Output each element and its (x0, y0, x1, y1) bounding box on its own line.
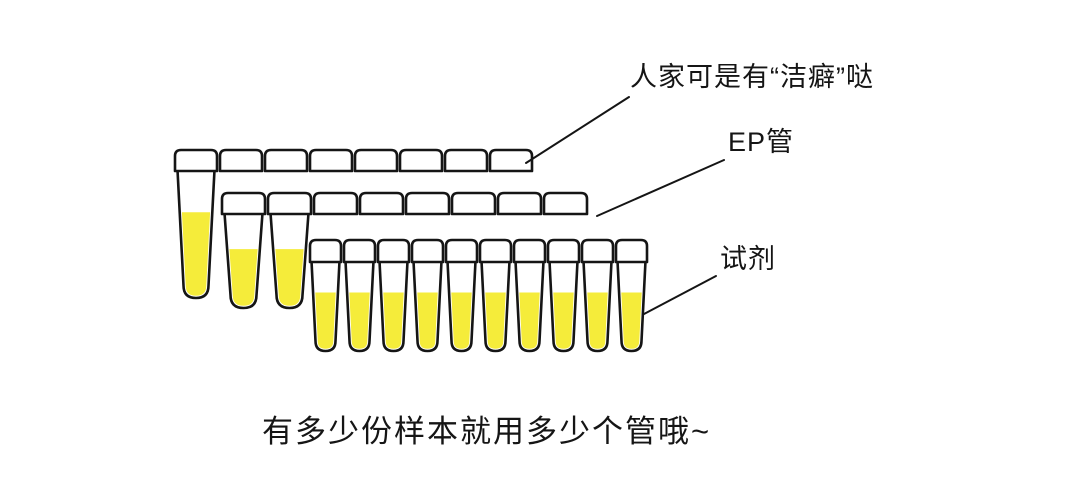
caption-sample-count: 有多少份样本就用多少个管哦~ (262, 414, 712, 449)
label-clean-freak: 人家可是有“洁癖”哒 (630, 62, 874, 92)
tube-cap (218, 148, 264, 173)
tube-cap (443, 148, 489, 173)
tube-cap (580, 238, 615, 264)
reagent-liquid (553, 292, 574, 349)
leader-line-reagent (643, 275, 717, 315)
tube-cap (450, 191, 497, 216)
reagent-liquid (349, 292, 370, 349)
tube-cap (496, 191, 543, 216)
label-ep-tube: EP管 (728, 127, 795, 157)
tube-cap (444, 238, 479, 264)
reagent-liquid (181, 212, 211, 296)
tube-cap (512, 238, 547, 264)
tube-cap (263, 148, 309, 173)
tube-cap (404, 191, 451, 216)
tube-cap (376, 238, 411, 264)
reagent-liquid (621, 292, 642, 349)
reagent-liquid (587, 292, 608, 349)
reagent-liquid (275, 249, 304, 306)
leader-line-ep-tube (596, 159, 725, 217)
reagent-liquid (485, 292, 506, 349)
reagent-liquid (229, 249, 258, 306)
tube-cap (478, 238, 513, 264)
tube-cap (353, 148, 399, 173)
tube-cap (398, 148, 444, 173)
tube-cap (308, 238, 343, 264)
label-reagent: 试剂 (720, 244, 776, 274)
reagent-liquid (417, 292, 438, 349)
tube-strip-middle (220, 191, 589, 310)
tube-cap (358, 191, 405, 216)
tube-cap (220, 191, 267, 216)
tube-cap (410, 238, 445, 264)
reagent-liquid (383, 292, 404, 349)
tube-cap (173, 148, 219, 173)
tube-cap (308, 148, 354, 173)
tube-cap (266, 191, 313, 216)
tube-strip-bottom (308, 238, 649, 353)
reagent-liquid (519, 292, 540, 349)
tube-cap (614, 238, 649, 264)
reagent-liquid (451, 292, 472, 349)
tube-cap (542, 191, 589, 216)
leader-line-clean-freak (525, 96, 630, 164)
tube-cap (342, 238, 377, 264)
tube-strip-top (173, 148, 534, 300)
tube-cap (488, 148, 534, 173)
tube-cap (312, 191, 359, 216)
tube-cap (546, 238, 581, 264)
reagent-liquid (315, 292, 336, 349)
